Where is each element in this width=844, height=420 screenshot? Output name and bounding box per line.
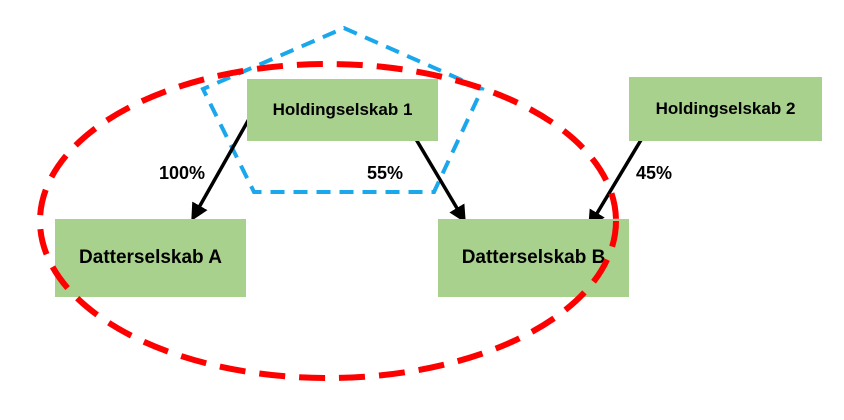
ownership-h1-b-label: 55% bbox=[367, 163, 404, 183]
holding-company-2-box: Holdingselskab 2 bbox=[629, 77, 822, 141]
ownership-h1-a-label: 100% bbox=[159, 163, 206, 183]
subsidiary-b-box: Datterselskab B bbox=[438, 219, 629, 297]
subsidiary-b-label: Datterselskab B bbox=[461, 247, 606, 268]
subsidiary-a-label: Datterselskab A bbox=[79, 247, 222, 268]
holding-company-1-label: Holdingselskab 1 bbox=[272, 100, 413, 119]
ownership-h2-b-label: 45% bbox=[636, 163, 673, 183]
holding-company-1-box: Holdingselskab 1 bbox=[247, 79, 438, 141]
h2-to-b-arrow bbox=[588, 139, 643, 229]
subsidiary-a-box: Datterselskab A bbox=[55, 219, 246, 297]
holding-company-2-label: Holdingselskab 2 bbox=[655, 99, 796, 118]
